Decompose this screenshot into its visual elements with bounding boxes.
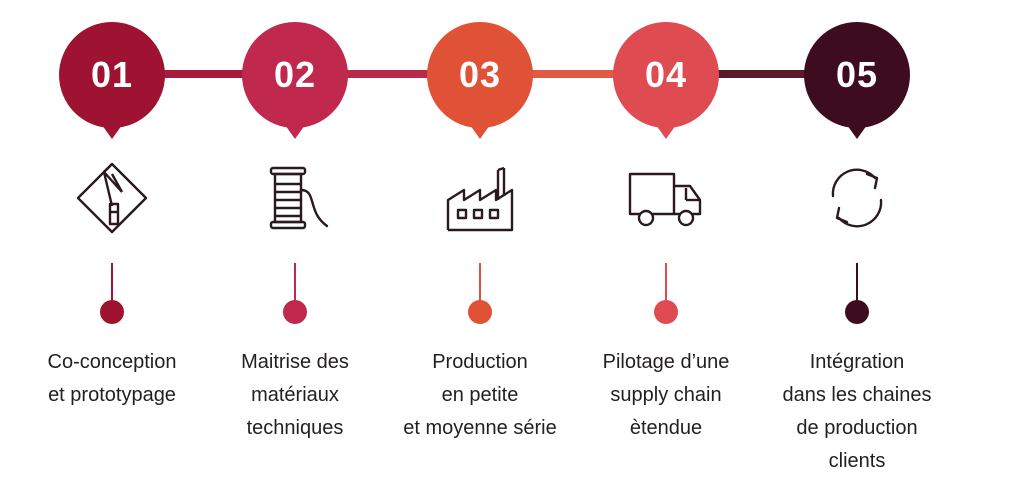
step-number-badge: 04 — [613, 22, 719, 128]
thread-spool-icon — [257, 160, 333, 236]
timeline-connector — [335, 70, 440, 78]
timeline-step: 03 Production en petite et moyenne série — [370, 0, 590, 489]
step-marker-dot — [468, 300, 492, 324]
timeline-step: 01 Co-conception et prototypage — [2, 0, 222, 489]
step-stem-line — [111, 263, 113, 301]
step-label-line: supply chain — [610, 384, 722, 406]
step-label-line: Pilotage d’une — [602, 351, 730, 373]
step-label-line: Production — [432, 351, 528, 373]
step-label-line: matériaux — [251, 384, 339, 406]
step-label-line: de production — [796, 417, 918, 439]
step-label: Pilotage d’une supply chain ètendue — [556, 346, 776, 445]
step-label-line: Intégration — [809, 351, 905, 373]
factory-icon — [442, 160, 518, 236]
step-label-line: ètendue — [629, 417, 703, 439]
step-label-line: Co-conception — [47, 351, 177, 373]
step-label-line: et prototypage — [48, 384, 176, 406]
step-number-badge: 02 — [242, 22, 348, 128]
step-label-line: dans les chaines — [782, 384, 932, 406]
step-label: Co-conception et prototypage — [2, 346, 222, 412]
step-number-badge: 01 — [59, 22, 165, 128]
step-stem-line — [479, 263, 481, 301]
step-stem-line — [856, 263, 858, 301]
step-marker-dot — [654, 300, 678, 324]
timeline-connector — [152, 70, 255, 78]
step-label-line: en petite — [441, 384, 519, 406]
step-marker-dot — [100, 300, 124, 324]
step-label-line: Maitrise des — [241, 351, 349, 373]
step-label: Maitrise des matériaux techniques — [185, 346, 405, 445]
step-number-badge: 03 — [427, 22, 533, 128]
step-number-badge: 05 — [804, 22, 910, 128]
step-stem-line — [294, 263, 296, 301]
delivery-truck-icon — [628, 160, 704, 236]
step-label: Intégration dans les chaines de production… — [747, 346, 967, 478]
step-marker-dot — [283, 300, 307, 324]
step-label-line: et moyenne série — [403, 417, 557, 439]
timeline-step: 02 Maitrise des matériaux techniques — [185, 0, 405, 489]
timeline-connector — [520, 70, 626, 78]
step-label-line: clients — [828, 450, 886, 472]
timeline-connector — [706, 70, 817, 78]
step-label: Production en petite et moyenne série — [370, 346, 590, 445]
design-tool-icon — [74, 160, 150, 236]
step-marker-dot — [845, 300, 869, 324]
timeline-step: 05 Intégration dans les chaines de product… — [747, 0, 967, 489]
step-stem-line — [665, 263, 667, 301]
refresh-cycle-icon — [819, 160, 895, 236]
step-label-line: techniques — [246, 417, 344, 439]
timeline-step: 04 Pilotage d’une supply chain ètendue — [556, 0, 776, 489]
